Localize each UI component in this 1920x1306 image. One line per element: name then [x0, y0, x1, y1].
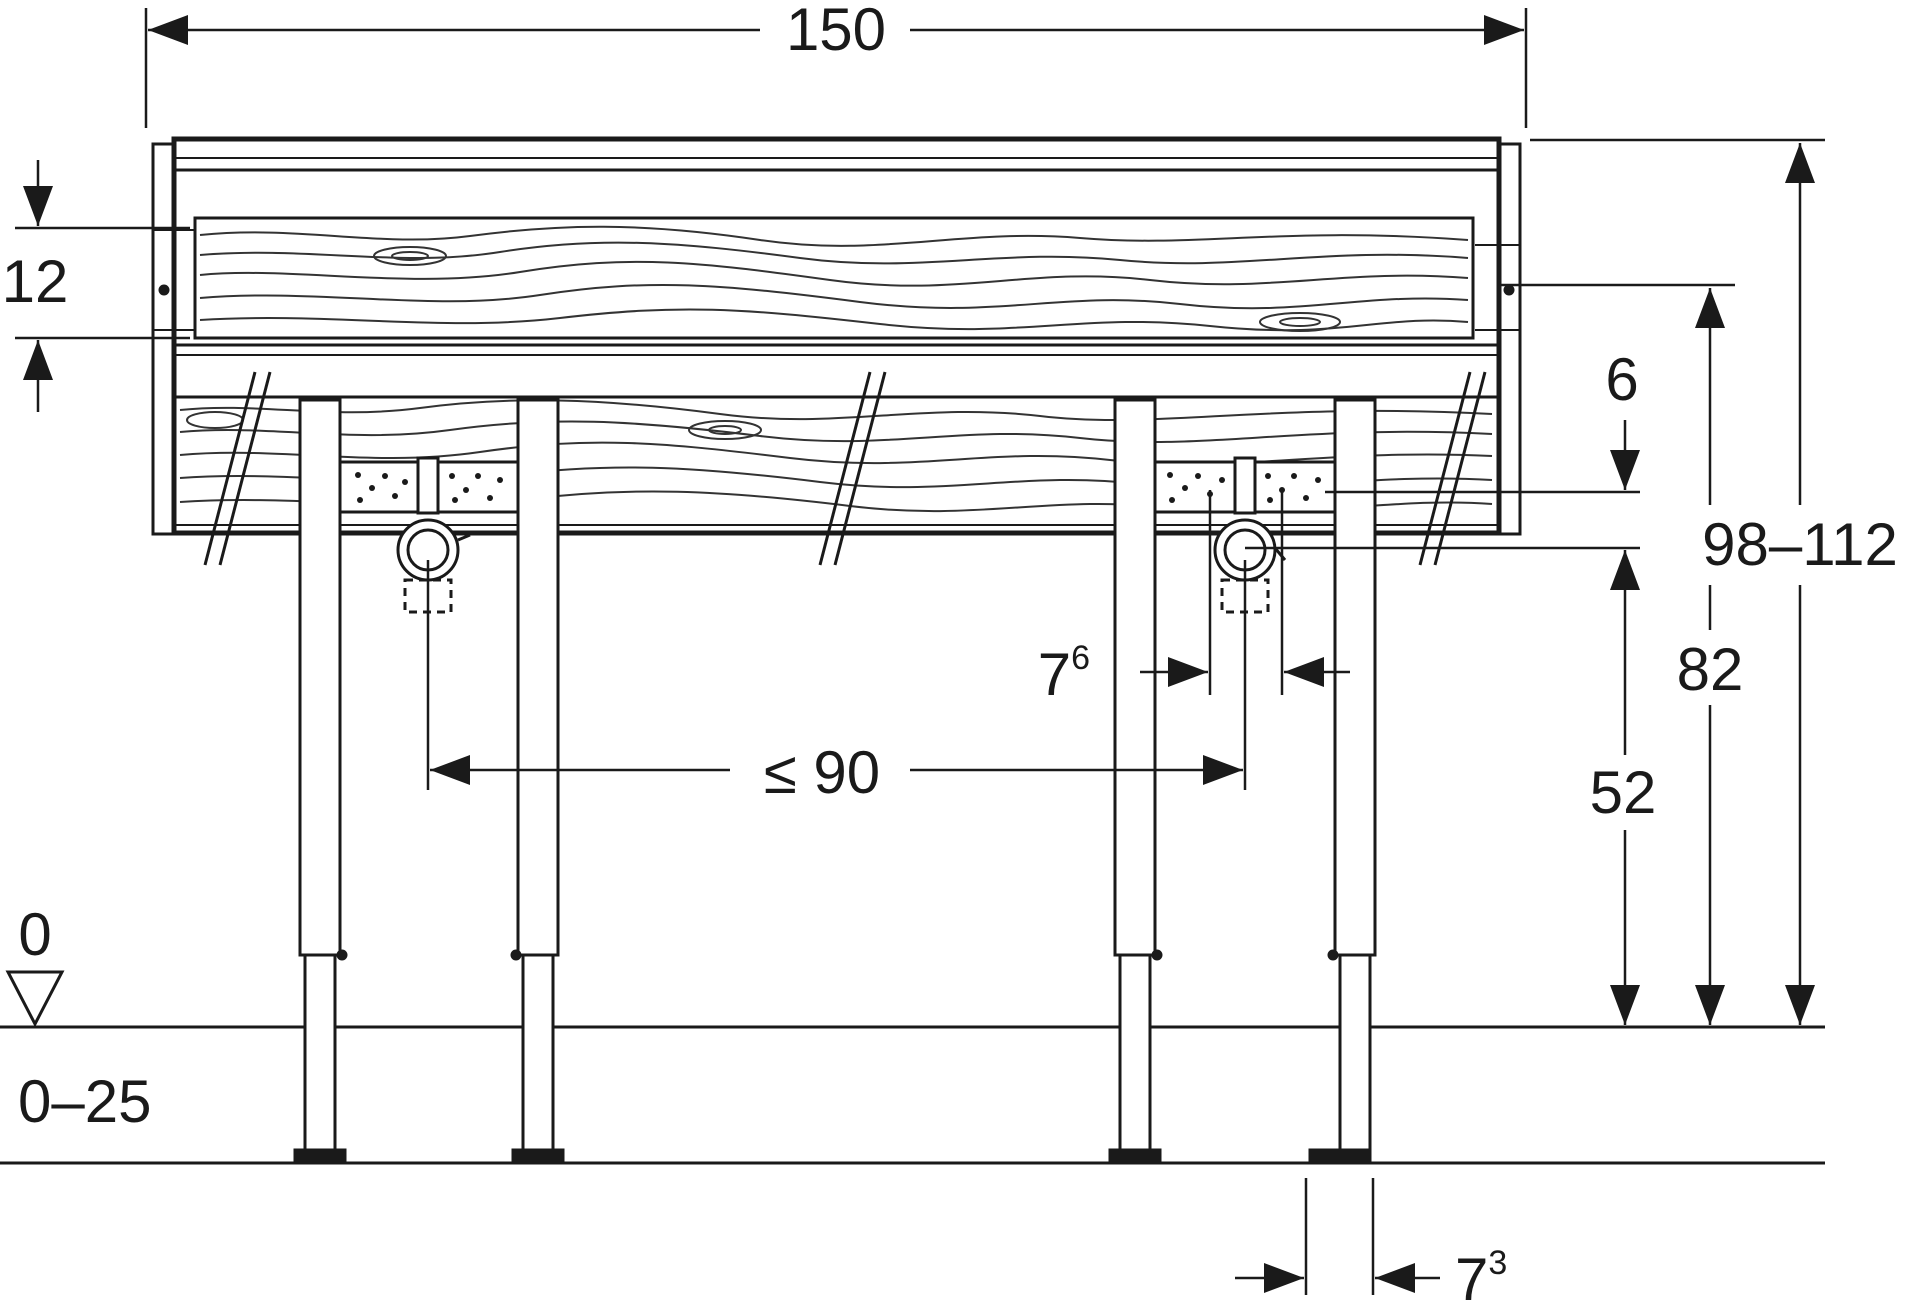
label-7-3-sup: 3: [1488, 1244, 1507, 1282]
top-rail: [173, 138, 1500, 172]
legs: [293, 398, 1377, 1162]
leg-2: [510, 398, 565, 1162]
label-7-6-base: 7: [1038, 641, 1071, 708]
dimension-12: [15, 160, 190, 412]
label-7-6: 76: [1038, 639, 1090, 708]
label-6: 6: [1605, 346, 1638, 413]
label-150: 150: [786, 0, 886, 63]
label-7-6-sup: 6: [1071, 639, 1090, 677]
wood-grain-upper: [199, 225, 1469, 332]
label-90: ≤ 90: [764, 739, 880, 806]
label-7-3: 73: [1455, 1244, 1507, 1306]
outer-frame: [171, 136, 1502, 536]
floor-level-symbol: [5, 970, 65, 1028]
mounting-plate-left: [338, 456, 520, 515]
dimension-7-3: [1235, 1178, 1440, 1295]
label-12: 12: [2, 248, 69, 315]
break-marks: [203, 371, 1487, 566]
middle-rail: [173, 343, 1500, 399]
dimension-7-6: [1140, 490, 1350, 695]
dimension-90: [426, 560, 1247, 790]
right-side-post: [1496, 142, 1522, 536]
mounting-plate-right: [1153, 456, 1337, 515]
label-7-3-base: 7: [1455, 1246, 1488, 1306]
floor-lines: [0, 1025, 1825, 1165]
label-98-112: 98–112: [1702, 511, 1898, 578]
leg-3: [1108, 398, 1163, 1162]
label-floor-range: 0–25: [18, 1068, 151, 1135]
label-52: 52: [1590, 759, 1657, 826]
label-82: 82: [1677, 636, 1744, 703]
leg-1: [293, 398, 348, 1162]
label-floor-zero: 0: [18, 901, 51, 968]
dimension-150: [144, 8, 1528, 128]
